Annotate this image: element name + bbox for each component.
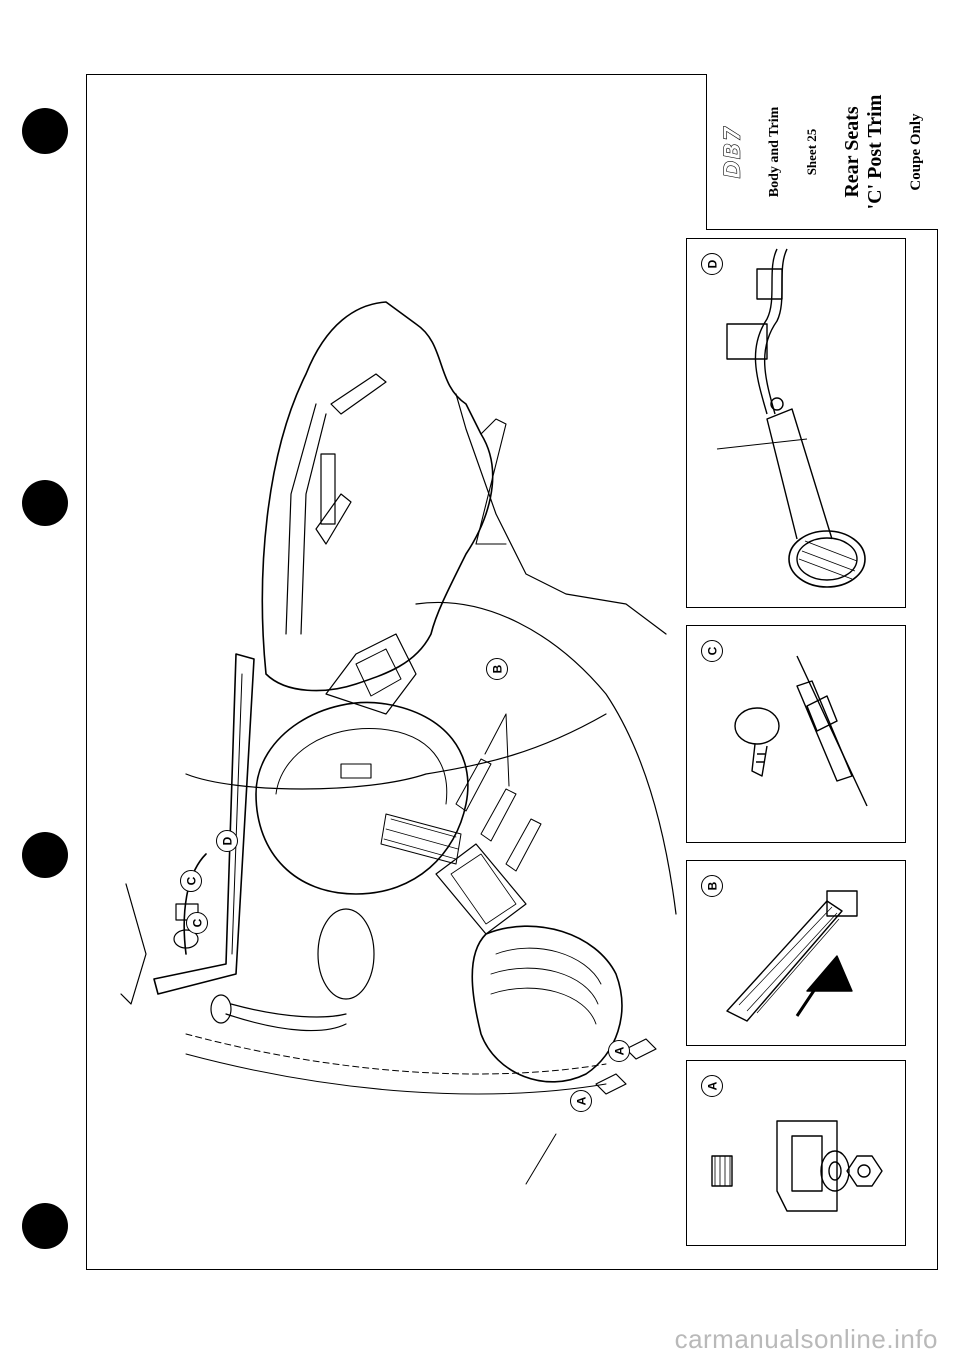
title-block-text: DB7 Body and Trim Sheet 25 Rear Seats 'C… — [707, 74, 939, 230]
sheet-number: Sheet 25 — [803, 128, 819, 176]
detail-c-badge: C — [701, 640, 723, 662]
detail-b-badge: B — [701, 875, 723, 897]
callout-a: A — [608, 1040, 630, 1062]
punch-hole — [22, 1203, 68, 1249]
sheet-title: Rear Seats 'C' Post Trim — [841, 95, 887, 210]
callout-d: D — [216, 830, 238, 852]
punch-hole — [22, 480, 68, 526]
callout-a: A — [570, 1090, 592, 1112]
punch-hole — [22, 108, 68, 154]
detail-a-badge: A — [701, 1075, 723, 1097]
callout-b: B — [486, 658, 508, 680]
callout-c: C — [186, 912, 208, 934]
drawing-frame — [86, 74, 938, 1270]
detail-panel-a: A — [686, 1060, 906, 1246]
rear-seat-illustration — [120, 301, 677, 1185]
db7-logo: DB7 — [721, 125, 747, 179]
detail-panel-c: C — [686, 625, 906, 843]
punch-hole — [22, 832, 68, 878]
section-name: Body and Trim — [767, 106, 783, 198]
model-note: Coupe Only — [907, 113, 924, 191]
watermark: carmanualsonline.info — [674, 1324, 938, 1354]
sheet-title-line2: 'C' Post Trim — [863, 94, 886, 210]
callout-c: C — [180, 870, 202, 892]
title-block: DB7 Body and Trim Sheet 25 Rear Seats 'C… — [706, 74, 938, 230]
detail-d-badge: D — [701, 253, 723, 275]
detail-panel-b: B — [686, 860, 906, 1046]
sheet-title-line1: Rear Seats — [840, 106, 863, 198]
detail-panel-d: D — [686, 238, 906, 608]
